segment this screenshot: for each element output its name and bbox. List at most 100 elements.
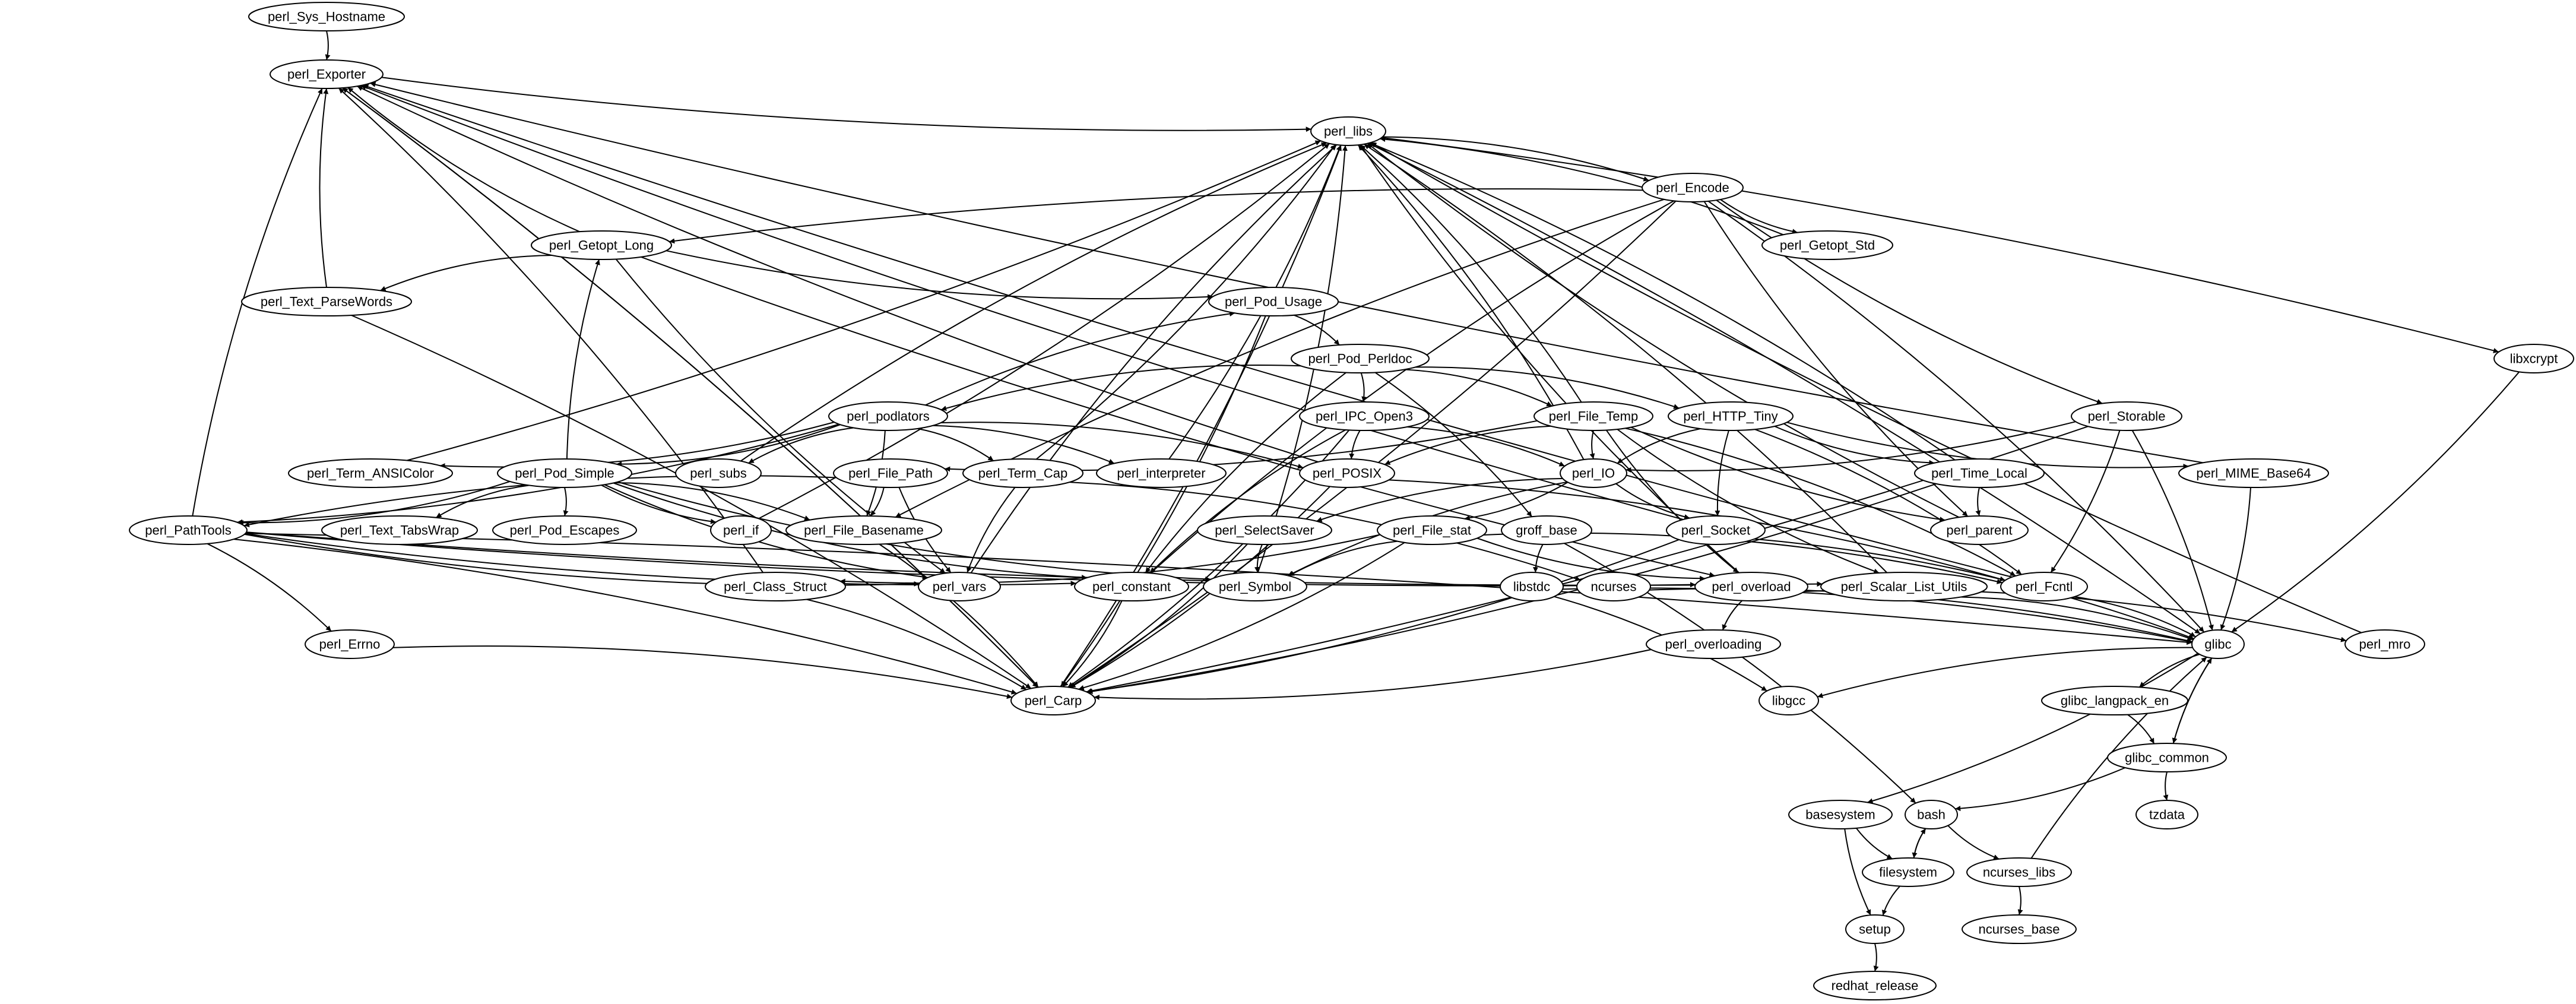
node-ellipse <box>531 230 672 260</box>
node-libxcrypt[interactable]: libxcrypt <box>2493 344 2574 373</box>
node-ellipse <box>288 458 453 488</box>
node-perl-parent[interactable]: perl_parent <box>1930 515 2029 545</box>
node-perl-posix[interactable]: perl_POSIX <box>1299 458 1395 488</box>
node-glibc-langpack-en[interactable]: glibc_langpack_en <box>2041 686 2188 715</box>
node-perl-if[interactable]: perl_if <box>710 515 772 545</box>
node-ellipse <box>1010 686 1096 715</box>
node-perl-text-tabswrap[interactable]: perl_Text_TabsWrap <box>321 515 478 545</box>
node-ellipse <box>1966 857 2072 887</box>
node-label: perl_Pod_Escapes <box>510 523 620 538</box>
node-perl-mro[interactable]: perl_mro <box>2344 629 2425 659</box>
node-perl-pathtools[interactable]: perl_PathTools <box>129 515 248 545</box>
node-perl-time-local[interactable]: perl_Time_Local <box>1914 458 2045 488</box>
node-perl-getopt-std[interactable]: perl_Getopt_Std <box>1761 230 1893 260</box>
edge-perl-file-stat-to-perl-carp <box>1078 541 1405 691</box>
node-perl-pod-escapes[interactable]: perl_Pod_Escapes <box>492 515 637 545</box>
node-perl-term-cap[interactable]: perl_Term_Cap <box>962 458 1083 488</box>
node-ellipse <box>2344 629 2425 659</box>
edge-glibc-common-to-bash <box>1955 767 2125 812</box>
node-perl-http-tiny[interactable]: perl_HTTP_Tiny <box>1668 401 1794 431</box>
node-perl-encode[interactable]: perl_Encode <box>1642 173 1744 202</box>
edge-libxcrypt-to-glibc <box>2231 371 2520 633</box>
node-perl-libs[interactable]: perl_libs <box>1310 116 1386 146</box>
node-ellipse <box>1761 230 1893 260</box>
edge-perl-podlators-to-perl-term-cap <box>917 427 994 461</box>
edge-perl-file-stat-to-perl-overload <box>1476 537 1706 581</box>
edge-perl-mime-base64-to-perl-exporter <box>370 81 2203 464</box>
edge-perl-pod-perldoc-to-perl-ipc-open3 <box>1360 372 1367 403</box>
edge-perl-encode-to-perl-getopt-long <box>669 188 1643 244</box>
node-ncurses-libs[interactable]: ncurses_libs <box>1966 857 2072 887</box>
node-perl-carp[interactable]: perl_Carp <box>1010 686 1096 715</box>
node-perl-sys-hostname[interactable]: perl_Sys_Hostname <box>248 2 405 31</box>
node-perl-pod-simple[interactable]: perl_Pod_Simple <box>497 458 632 488</box>
node-perl-io[interactable]: perl_IO <box>1560 458 1627 488</box>
node-perl-interpreter[interactable]: perl_interpreter <box>1096 458 1227 488</box>
node-ncurses-base[interactable]: ncurses_base <box>1962 914 2077 944</box>
node-bash[interactable]: bash <box>1905 800 1958 829</box>
edge-perl-file-stat-to-perl-symbol <box>1288 540 1398 577</box>
edge-glibc-to-libgcc <box>1817 647 2193 698</box>
node-perl-file-basename[interactable]: perl_File_Basename <box>785 515 942 545</box>
node-perl-ipc-open3[interactable]: perl_IPC_Open3 <box>1299 401 1430 431</box>
node-groff-base[interactable]: groff_base <box>1501 515 1592 545</box>
edge-perl-pathtools-to-perl-carp <box>233 539 1017 695</box>
node-redhat-release[interactable]: redhat_release <box>1813 971 1937 1000</box>
node-perl-mime-base64[interactable]: perl_MIME_Base64 <box>2178 458 2329 488</box>
node-perl-scalar-list-utils[interactable]: perl_Scalar_List_Utils <box>1820 572 1988 601</box>
node-label: perl_Getopt_Std <box>1780 238 1875 253</box>
edge-perl-http-tiny-to-perl-fcntl <box>1754 429 2022 575</box>
node-perl-getopt-long[interactable]: perl_Getopt_Long <box>531 230 672 260</box>
edge-glibc-common-to-tzdata <box>2163 771 2169 801</box>
node-libstdc[interactable]: libstdc <box>1500 572 1564 601</box>
node-ncurses[interactable]: ncurses <box>1576 572 1651 601</box>
edge-perl-podlators-to-perl-posix <box>940 422 1304 469</box>
node-glibc-common[interactable]: glibc_common <box>2107 743 2227 772</box>
node-perl-overload[interactable]: perl_overload <box>1694 572 1808 601</box>
edge-perl-libs-to-libxcrypt <box>1382 137 2499 353</box>
node-perl-constant[interactable]: perl_constant <box>1074 572 1189 601</box>
edge-perl-pod-simple-to-perl-constant <box>613 482 1088 580</box>
edge-perl-libs-to-glibc <box>1368 142 2201 635</box>
node-setup[interactable]: setup <box>1845 914 1905 944</box>
node-perl-socket[interactable]: perl_Socket <box>1666 515 1766 545</box>
node-perl-subs[interactable]: perl_subs <box>675 458 762 488</box>
node-perl-storable[interactable]: perl_Storable <box>2071 401 2182 431</box>
edge-perl-posix-to-perl-exporter <box>357 85 1319 463</box>
node-perl-podlators[interactable]: perl_podlators <box>828 401 948 431</box>
node-ellipse <box>1299 401 1430 431</box>
node-ellipse <box>2041 686 2188 715</box>
node-tzdata[interactable]: tzdata <box>2135 800 2198 829</box>
node-perl-exporter[interactable]: perl_Exporter <box>270 59 384 89</box>
node-ellipse <box>321 515 478 545</box>
node-ellipse <box>248 2 405 31</box>
node-perl-file-stat[interactable]: perl_File_stat <box>1377 515 1487 545</box>
node-perl-selectsaver[interactable]: perl_SelectSaver <box>1197 515 1332 545</box>
node-libgcc[interactable]: libgcc <box>1758 686 1819 715</box>
node-perl-fcntl[interactable]: perl_Fcntl <box>2000 572 2088 601</box>
node-ellipse <box>705 572 846 601</box>
edges-layer <box>192 30 2520 972</box>
node-perl-symbol[interactable]: perl_Symbol <box>1203 572 1307 601</box>
node-perl-overloading[interactable]: perl_overloading <box>1646 629 1781 659</box>
node-perl-term-ansicolor[interactable]: perl_Term_ANSIColor <box>288 458 453 488</box>
node-perl-errno[interactable]: perl_Errno <box>305 629 395 659</box>
node-perl-file-temp[interactable]: perl_File_Temp <box>1533 401 1653 431</box>
node-label: perl_Text_ParseWords <box>261 294 392 309</box>
edge-perl-file-temp-to-perl-io <box>1589 430 1595 460</box>
node-basesystem[interactable]: basesystem <box>1788 800 1893 829</box>
node-perl-vars[interactable]: perl_vars <box>918 572 1001 601</box>
node-ellipse <box>918 572 1001 601</box>
node-label: perl_constant <box>1092 579 1171 594</box>
node-perl-file-path[interactable]: perl_File_Path <box>833 458 948 488</box>
edge-perl-term-cap-to-perl-libs <box>1035 144 1336 460</box>
node-perl-pod-usage[interactable]: perl_Pod_Usage <box>1208 287 1339 316</box>
node-glibc[interactable]: glibc <box>2191 629 2245 659</box>
node-label: perl_libs <box>1324 124 1373 139</box>
node-perl-pod-perldoc[interactable]: perl_Pod_Perldoc <box>1291 344 1430 373</box>
node-ellipse <box>1500 572 1564 601</box>
node-filesystem[interactable]: filesystem <box>1862 857 1954 887</box>
node-perl-text-parsewords[interactable]: perl_Text_ParseWords <box>241 287 412 316</box>
node-ellipse <box>270 59 384 89</box>
node-perl-class-struct[interactable]: perl_Class_Struct <box>705 572 846 601</box>
